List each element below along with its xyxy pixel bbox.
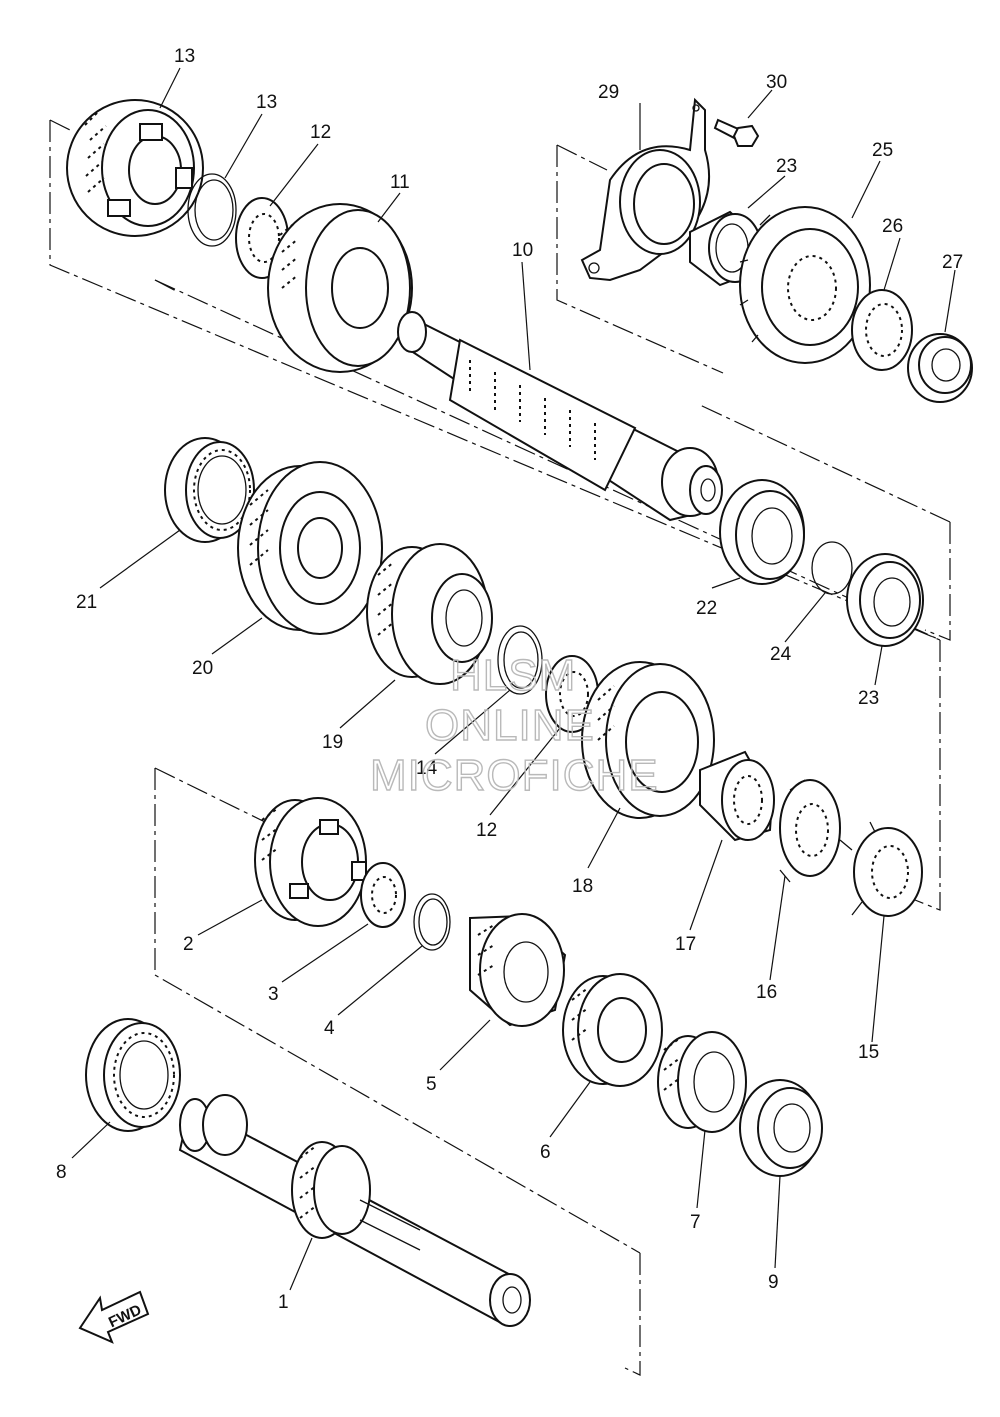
part-22-oil-seal [719,479,805,585]
callout-10: 10 [512,240,533,261]
callout-8: 8 [56,1162,67,1183]
callout-13-upper: 13 [256,92,277,113]
callout-6: 6 [540,1142,551,1163]
callout-21: 21 [76,592,97,613]
part-11-gear [267,203,413,373]
part-16-lock-washer [779,779,853,883]
fwd-arrow-icon: FWD [78,1290,150,1344]
callout-16: 16 [756,982,777,1003]
watermark-line-1: HLSM [450,651,576,700]
part-28-nut [907,333,973,403]
part-7-gear [657,1031,747,1133]
callout-27: 26 [882,216,903,237]
callout-20: 20 [192,658,213,679]
part-25-o-ring [811,541,853,595]
callout-29: 29 [598,82,619,103]
part-19-gear [366,543,493,685]
part-9-bearing [739,1079,823,1177]
callout-24: 23 [776,156,797,177]
part-13-circlip-upper [187,173,237,247]
callout-17: 17 [675,934,696,955]
part-4-circlip [413,893,451,951]
callout-12-upper: 12 [310,122,331,143]
callout-26: 25 [872,140,893,161]
callout-28: 27 [942,252,963,273]
callout-4: 4 [324,1018,335,1039]
part-3-washer [360,862,406,928]
callout-3: 3 [268,984,279,1005]
callout-2: 2 [183,934,194,955]
callout-7: 7 [690,1212,701,1233]
part-15-washer [851,821,923,917]
callout-12-lower: 12 [476,820,497,841]
callout-11: 11 [390,172,410,193]
part-21-bearing [164,437,255,543]
part-30-bolt [713,118,760,147]
callout-23: 23 [858,688,879,709]
part-18-gear [581,661,715,819]
watermark-line-2: ONLINE [425,701,595,750]
part-26-sprocket [739,206,871,364]
part-5-gear [469,913,567,1027]
callout-9: 9 [768,1272,779,1293]
leader-lines [71,67,956,1291]
part-27-lock-washer [851,289,913,371]
callout-22: 22 [696,598,717,619]
part-23-oil-seal [846,553,924,647]
part-2-gear [254,797,367,927]
callout-14: 13 [174,46,195,67]
callout-15: 15 [858,1042,879,1063]
part-8-bearing [85,1018,181,1132]
callout-numbers: 13 13 12 11 10 29 30 23 25 26 27 21 20 1… [56,46,963,1313]
watermark-line-3: MICROFICHE [370,751,659,800]
callout-18: 18 [572,876,593,897]
part-20-gear [237,461,383,635]
callout-30: 30 [766,72,787,93]
callout-5: 5 [426,1074,437,1095]
callout-25: 24 [770,644,792,665]
part-14-gear [66,99,204,237]
part-6-gear [562,973,663,1087]
part-29-bracket [580,97,711,282]
group-boundaries [49,119,951,1376]
callout-19: 19 [322,732,343,753]
part-17-collar [699,750,775,842]
callout-13-lower: 14 [416,758,438,779]
part-10-main-shaft [397,311,723,522]
callout-1: 1 [278,1292,289,1313]
part-13-circlip-lower [497,625,543,695]
part-1-drive-axle [178,1094,531,1327]
watermark: HLSM ONLINE MICROFICHE [369,650,659,800]
